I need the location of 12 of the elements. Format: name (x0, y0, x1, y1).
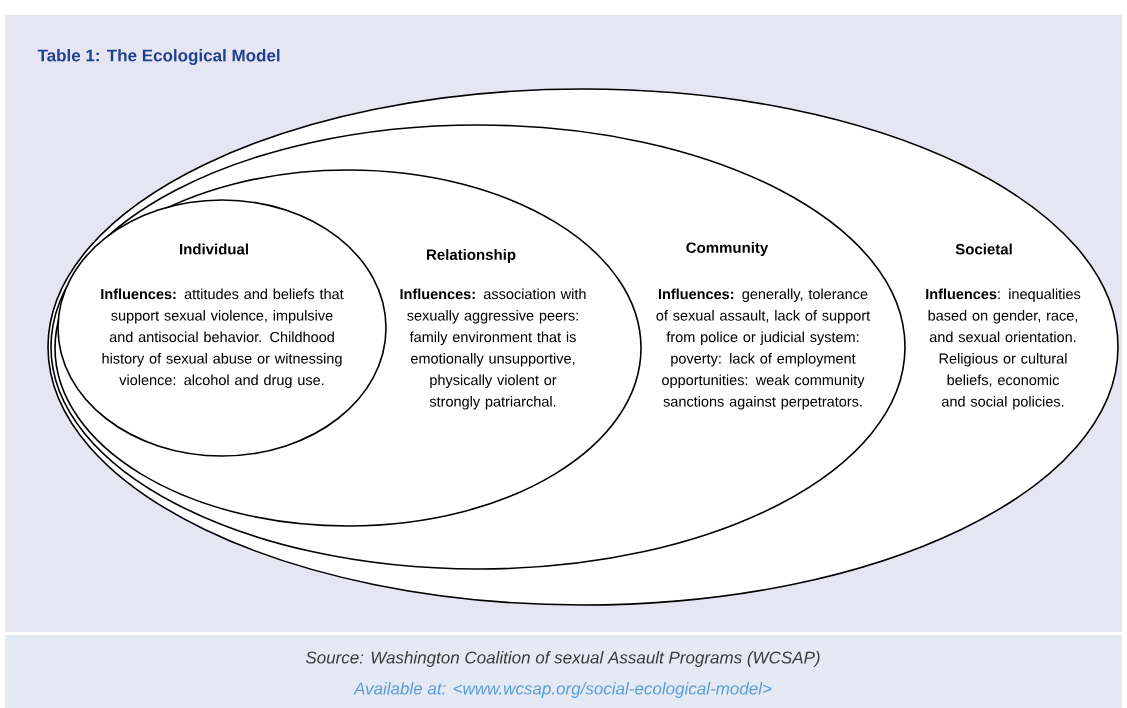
level-ellipse (57, 199, 387, 457)
title: Table 1: The Ecological Model (37, 49, 280, 65)
source-text: Source: Washington Coalition of sexual Assault Programs (WCSAP) (305, 651, 820, 667)
level-heading: Community (686, 242, 769, 256)
level-heading: Individual (180, 243, 248, 255)
influences-text: Influences: association with sexually aggressive peers: family environment that is emotionally unsupportive, physically violent or strongly patriarchal. (400, 288, 586, 410)
influences-text: Influences: attitudes and beliefs that support sexual violence, impulsive and antisocial behavior. Childhood history of sexual abuse or witnessing violence: alcohol and drug use. (101, 288, 344, 389)
source-link: Available at: <www.wcsap.org/social-ecological-model> (353, 682, 772, 698)
influences-text: Influences: generally, tolerance of sexual assault, lack of support from police or judicial system: poverty: lack of employment opportunities: weak community sanctions against perpetrators. (656, 288, 871, 410)
level-heading: Relationship (427, 249, 516, 263)
level-heading: Societal (955, 243, 1012, 255)
influences-text: Influences: inequalities based on gender, race, and sexual orientation. Religious or cultural beliefs, economic and social policies. (926, 288, 1081, 410)
